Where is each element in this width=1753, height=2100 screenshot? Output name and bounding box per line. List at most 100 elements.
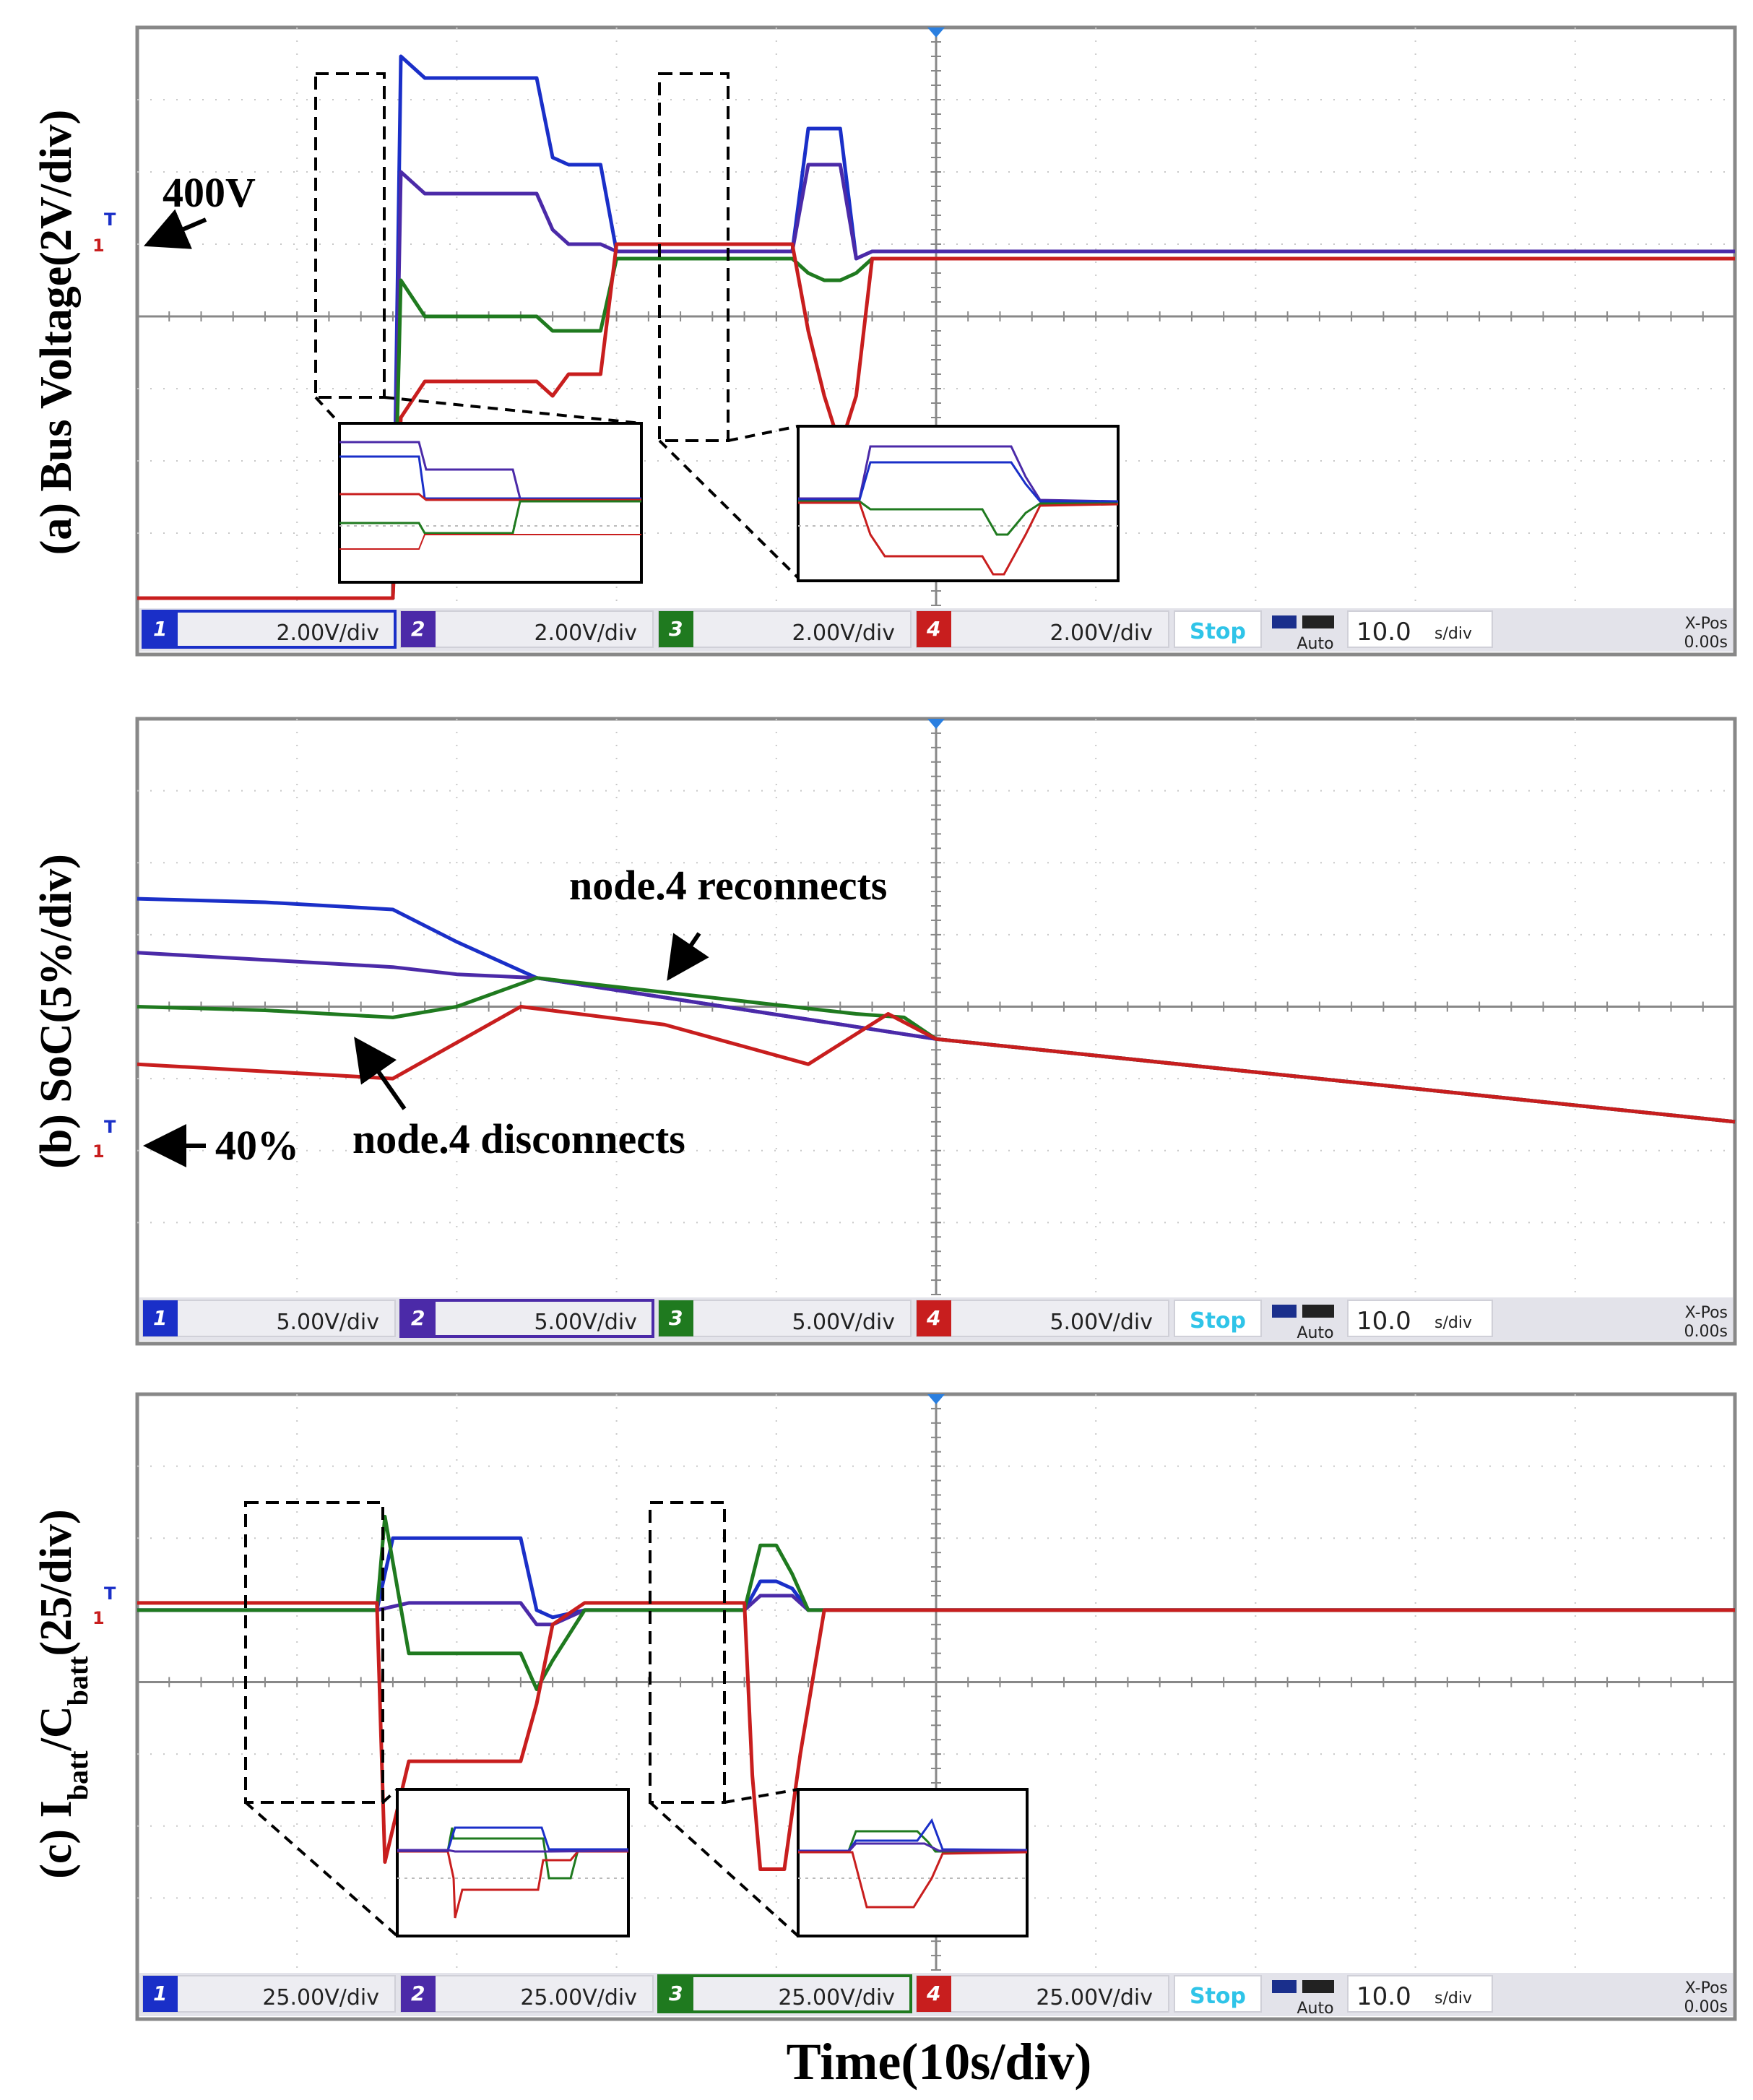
trigger-source-icon [1272,1980,1297,1993]
channel-scale-label: 25.00V/div [262,1985,379,2010]
timebase-value: 10.0 [1356,1307,1411,1336]
x-axis-label: Time(10s/div) [787,2033,1092,2091]
panel-a-inset-1 [338,422,643,584]
channel-scale-label: 5.00V/div [792,1310,895,1335]
channel-swatch [659,1300,693,1336]
panel-a-ylabel: (a) Bus Voltage(2V/div) [32,110,81,556]
channel-scale-box [142,1975,396,2013]
timebase-box [1347,1975,1493,2013]
panel-b-arrow-disconnect [354,1037,407,1110]
trigger-mode-label: Auto [1297,2000,1333,2018]
channel-swatch [401,1976,436,2012]
channel-number: 3 [669,1306,683,1330]
channel-scale-box [916,610,1169,648]
channel-scale-label: 5.00V/div [1049,1310,1153,1335]
run-stop-label: Stop [1190,1308,1246,1334]
channel-scale-label: 25.00V/div [520,1985,637,2010]
channel-scale-label: 25.00V/div [1036,1985,1153,2010]
channel-scale-box [916,1300,1169,1337]
panel-c-zoom-line [724,1788,799,1804]
run-stop-box [1174,1300,1262,1337]
trigger-mode-label: Auto [1297,1324,1333,1342]
panel-a-zoom-line [727,425,799,442]
panel-c-ground-marker: 1 [92,1608,105,1628]
panel-b-trigger-marker: T [104,1117,116,1137]
run-stop-box [1174,1975,1262,2013]
panel-c-inset-2 [797,1788,1029,1937]
channel-swatch [659,1976,693,2012]
panel-a-arrow-400v [143,209,207,249]
panel-a-inset-2 [797,425,1120,582]
channel-swatch [143,1976,178,2012]
trigger-source-icon [1272,615,1297,628]
channel-number: 3 [669,617,683,641]
panel-a-dashed-box-1 [314,72,386,399]
timebase-box [1347,1300,1493,1337]
channel-number: 4 [926,617,940,641]
channel-number: 1 [153,1306,167,1330]
timebase-box [1347,610,1493,648]
xpos-label: X-Pos [1685,1304,1728,1322]
channel-swatch [401,1300,436,1336]
panel-a: (a) Bus Voltage(2V/div) T 1 400V [32,25,1737,657]
panel-c-ylabel: (c) Ibatt/Cbatt(25/div) [32,1509,94,1878]
channel-swatch [917,1300,951,1336]
xpos-value: 0.00s [1684,1323,1728,1341]
trigger-position-marker [927,27,945,38]
channel-number: 4 [926,1306,940,1330]
channel-swatch [917,611,951,647]
panel-b-arrow-reconnect [667,932,709,981]
run-stop-box [1174,610,1262,648]
channel-scale-label: 5.00V/div [276,1310,379,1335]
trigger-source-icon [1272,1305,1297,1318]
panel-c-trigger-marker: T [104,1583,116,1604]
channel-scale-box [142,610,397,649]
channel-scale-box [142,1300,396,1337]
channel-number: 4 [926,1982,940,2005]
trigger-position-marker [927,1394,945,1404]
channel-scale-box [658,610,912,648]
trigger-slope-icon [1302,1980,1334,1993]
channel-swatch [143,611,178,647]
channel-swatch [143,1300,178,1336]
channel-scale-label: 2.00V/div [1049,621,1153,646]
xpos-label: X-Pos [1685,615,1728,633]
panel-a-status-bar: 1 2.00V/div 2 2.00V/div 3 2.00V/div 4 2.00V/div… [139,608,1733,653]
timebase-value: 10.0 [1356,1982,1411,2011]
panel-b-ground-marker: 1 [92,1141,105,1162]
series-line-ch4 [137,1005,1736,1124]
channel-scale-box [658,1300,912,1337]
panel-a-dashed-box-2 [658,72,730,442]
channel-swatch [659,611,693,647]
panel-c-inset-1 [396,1788,630,1937]
channel-number: 1 [153,1982,167,2005]
panel-a-zoom-line [658,439,800,579]
channel-swatch [917,1976,951,2012]
series-line-ch2 [137,163,1735,600]
channel-scale-label: 2.00V/div [792,621,895,646]
panel-c-dashed-box-2 [649,1501,726,1804]
channel-number: 3 [669,1982,683,2005]
panel-c-zoom-line [381,1788,399,1804]
panel-b: (b) SoC(5%/div) T 1 40% node.4 reconnect… [32,717,1737,1346]
panel-a-zoom-line [384,396,642,425]
panel-c-ylabel-text: (c) Ibatt/Cbatt(25/div) [32,1509,94,1878]
channel-scale-label: 2.00V/div [534,621,637,646]
panel-b-annotation-40: 40% [215,1122,299,1169]
channel-number: 1 [153,617,167,641]
xpos-value: 0.00s [1684,634,1728,652]
xpos-label: X-Pos [1685,1979,1728,1997]
panel-c-dashed-box-1 [244,1501,384,1804]
channel-swatch [401,611,436,647]
channel-number: 2 [411,617,425,641]
channel-scale-label: 25.00V/div [778,1985,895,2010]
trigger-slope-icon [1302,1305,1334,1318]
channel-scale-label: 2.00V/div [276,621,379,646]
panel-a-annotation-400v: 400V [163,169,256,216]
channel-number: 2 [411,1982,425,2005]
channel-scale-box [400,1975,654,2013]
channel-scale-label: 5.00V/div [534,1310,637,1335]
timebase-unit: s/div [1434,625,1472,643]
